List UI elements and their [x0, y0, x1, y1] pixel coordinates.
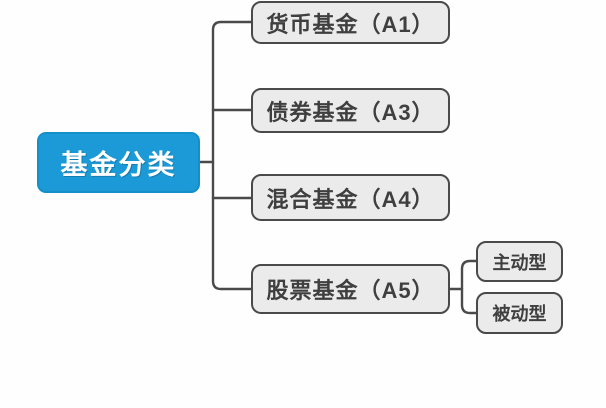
branch-node-mixed-fund: 混合基金（A4） — [251, 174, 450, 221]
leaf-node-passive-type: 被动型 — [476, 292, 563, 334]
branch-node-money-fund: 货币基金（A1） — [251, 1, 450, 44]
connector-stock-subtrunk — [460, 259, 478, 315]
branch-node-stock-fund: 股票基金（A5） — [251, 264, 450, 314]
branch-node-bond-fund: 债券基金（A3） — [251, 88, 450, 133]
connector-main-trunk — [211, 20, 254, 291]
root-node-fund-classification: 基金分类 — [37, 132, 200, 193]
leaf-node-active-type: 主动型 — [476, 241, 563, 282]
